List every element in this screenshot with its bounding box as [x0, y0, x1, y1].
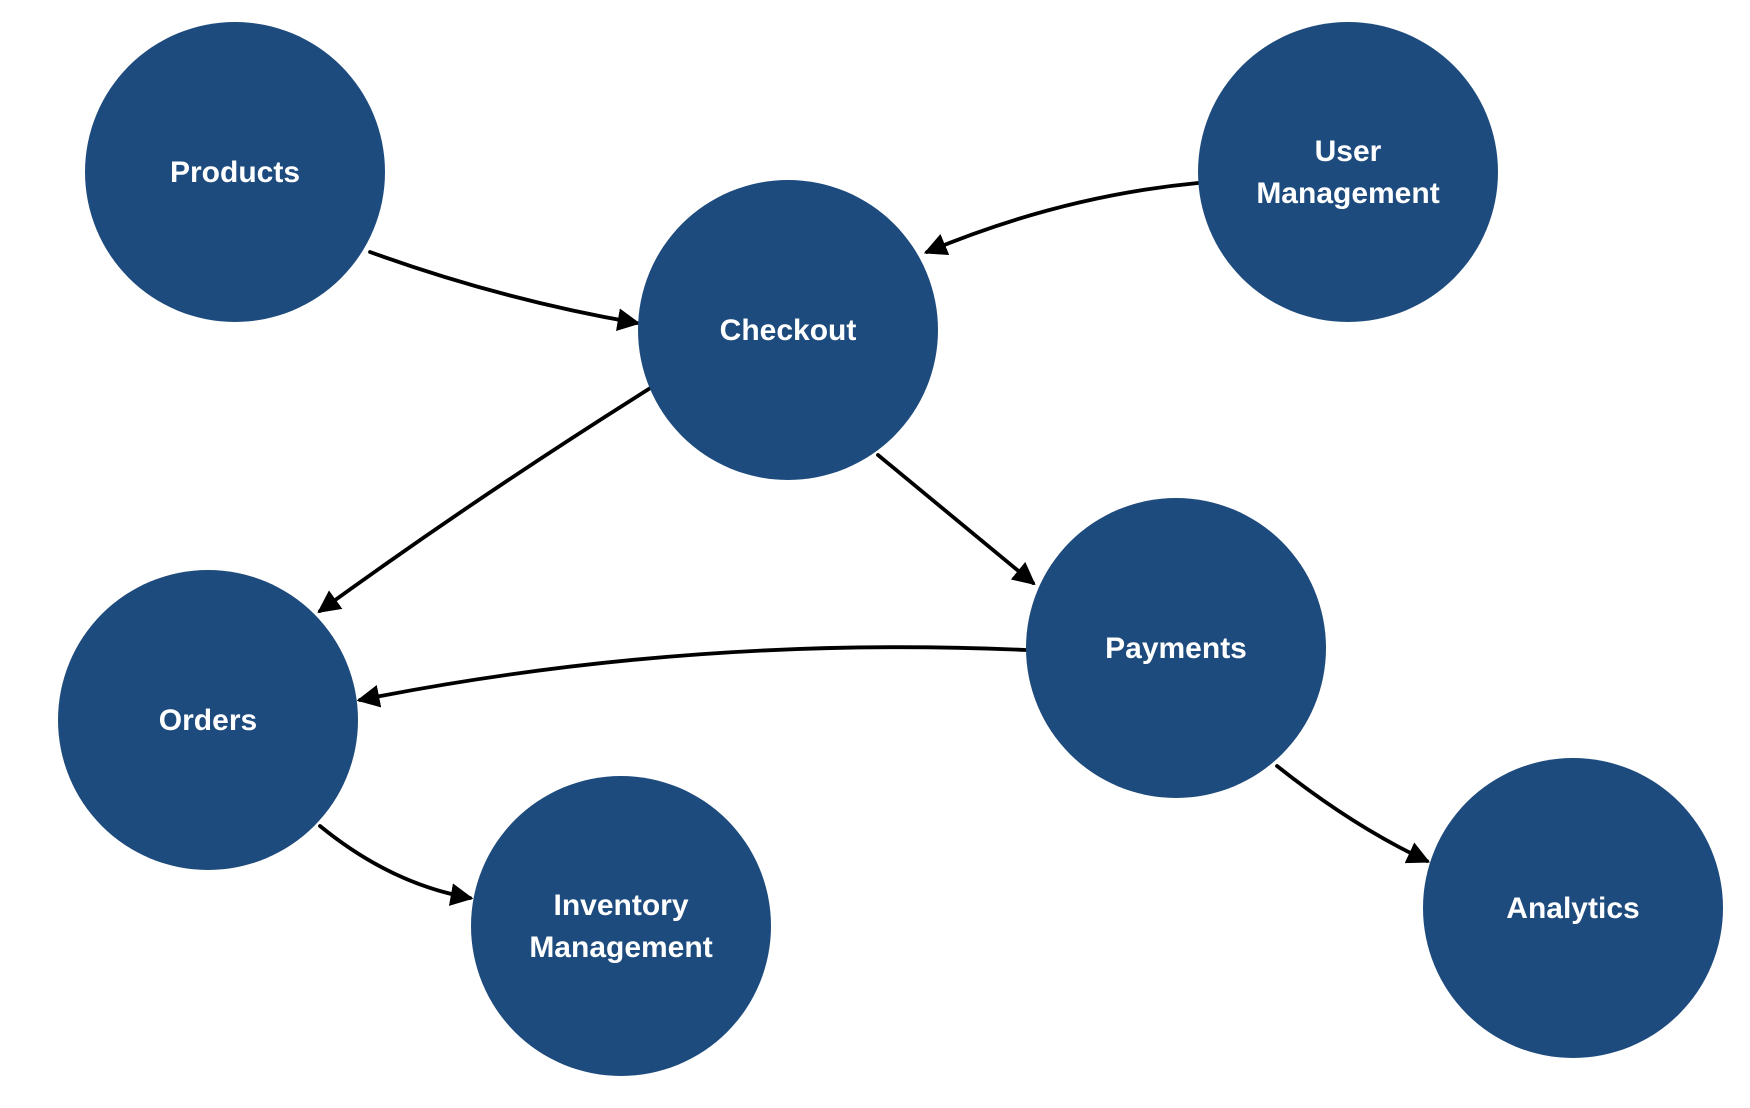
edge-user-management-to-checkout: [923, 181, 1200, 256]
node-products-circle[interactable]: [85, 22, 385, 322]
edge-orders-to-inventory-management: [318, 824, 474, 906]
node-payments[interactable]: Payments: [1026, 498, 1326, 798]
node-inventory-management-label-line: Inventory: [553, 889, 688, 922]
node-user-management-circle[interactable]: [1198, 22, 1498, 322]
node-payments-label-line: Payments: [1105, 632, 1247, 665]
edge-payments-to-analytics: [1275, 764, 1431, 864]
node-analytics-label-line: Analytics: [1506, 892, 1639, 925]
node-checkout-label-line: Checkout: [720, 314, 857, 347]
edge-payments-to-orders: [356, 645, 1028, 708]
node-checkout-label: Checkout: [720, 314, 857, 347]
node-orders-circle[interactable]: [58, 570, 358, 870]
node-analytics[interactable]: Analytics: [1423, 758, 1723, 1058]
node-checkout[interactable]: Checkout: [638, 180, 938, 480]
node-orders[interactable]: Orders: [58, 570, 358, 870]
node-inventory-management-label-line: Management: [529, 931, 712, 964]
node-orders-label: Orders: [159, 704, 257, 737]
node-orders-label-line: Orders: [159, 704, 257, 737]
node-products[interactable]: Products: [85, 22, 385, 322]
node-user-management-label-line: Management: [1256, 177, 1439, 210]
node-analytics-circle[interactable]: [1423, 758, 1723, 1058]
node-user-management-label-line: User: [1315, 135, 1382, 168]
node-inventory-management-circle[interactable]: [471, 776, 771, 1076]
node-payments-circle[interactable]: [1026, 498, 1326, 798]
edges-layer: [317, 181, 1431, 906]
node-checkout-circle[interactable]: [638, 180, 938, 480]
edge-checkout-to-payments: [876, 453, 1036, 586]
node-products-label: Products: [170, 156, 300, 189]
node-payments-label: Payments: [1105, 632, 1247, 665]
node-products-label-line: Products: [170, 156, 300, 189]
node-analytics-label: Analytics: [1506, 892, 1639, 925]
edge-products-to-checkout: [368, 250, 641, 331]
edge-checkout-to-orders: [317, 385, 654, 614]
